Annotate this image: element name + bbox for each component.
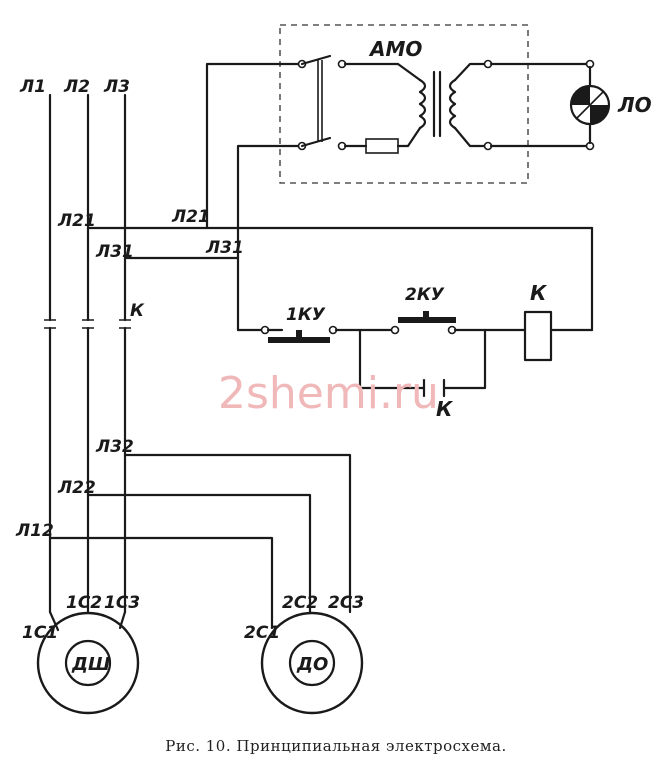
label-l31-left: Л31 — [95, 242, 134, 262]
label-motor-dsh: ДШ — [71, 654, 110, 675]
control-circuit — [236, 310, 594, 398]
label-1c1: 1С1 — [22, 623, 58, 643]
label-l32: Л32 — [95, 437, 134, 457]
electrical-schematic: АМО ЛО Л1 Л2 Л3 Л21 Л31 Л21 Л31 К 1КУ 2К… — [15, 24, 652, 715]
label-2c1: 2С1 — [244, 623, 280, 643]
label-l22: Л22 — [57, 478, 96, 498]
label-1c3: 1С3 — [104, 593, 140, 613]
label-2c3: 2С3 — [328, 593, 364, 613]
label-k-coil: К — [530, 281, 548, 305]
line-breaks — [44, 319, 131, 329]
branch-wires-control — [86, 62, 594, 332]
label-l1: Л1 — [19, 77, 46, 97]
label-amo: АМО — [368, 37, 422, 61]
label-k-contact: К — [436, 397, 454, 421]
motor-dsh — [36, 610, 140, 715]
label-motor-do: ДО — [296, 654, 328, 675]
label-lamp: ЛО — [617, 93, 652, 117]
line-conductors-upper — [48, 93, 127, 322]
label-k-left: К — [130, 301, 145, 321]
label-l21-left: Л21 — [57, 211, 96, 231]
line-conductors-lower — [48, 326, 127, 614]
label-l31-right: Л31 — [205, 238, 244, 258]
label-2ku: 2КУ — [405, 285, 445, 305]
label-l3: Л3 — [103, 77, 130, 97]
amo-circuit — [297, 54, 595, 154]
watermark: 2shemi.ru — [218, 368, 439, 419]
label-2c2: 2С2 — [282, 593, 318, 613]
label-1ku: 1КУ — [286, 305, 326, 325]
motor-wiring — [48, 453, 352, 630]
label-1c2: 1С2 — [66, 593, 102, 613]
label-l12: Л12 — [15, 521, 54, 541]
amo-enclosure — [279, 24, 529, 184]
motor-do — [260, 611, 364, 715]
figure-caption: Рис. 10. Принципиальная электросхема. — [165, 737, 507, 755]
label-l2: Л2 — [63, 77, 90, 97]
label-l21-right: Л21 — [171, 207, 210, 227]
lamp-icon — [569, 84, 611, 126]
